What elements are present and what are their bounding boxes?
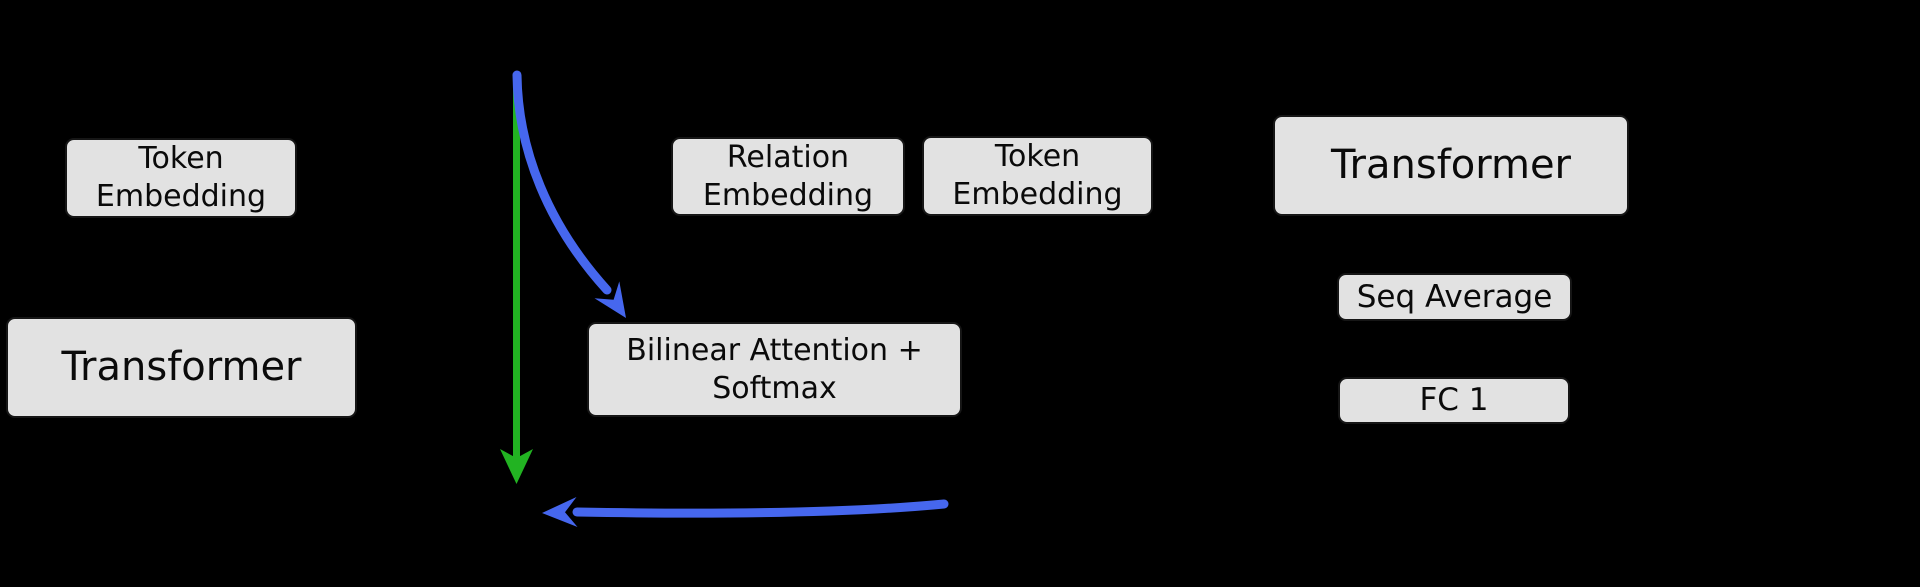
node-transformer-left: Transformer [6,317,357,418]
node-transformer-right: Transformer [1273,115,1629,216]
green-down-arrow [500,72,533,484]
green-down-arrowhead-icon [500,449,533,484]
blue-horizontal-arrowhead-icon [542,497,578,527]
blue-horizontal-arrow [542,497,949,527]
node-bilinear-attention-softmax: Bilinear Attention + Softmax [587,322,962,417]
node-token-embedding-middle: Token Embedding [922,136,1153,216]
blue-curve-arrow-shaft [512,70,612,295]
blue-curve-arrow [512,70,626,318]
node-seq-average: Seq Average [1337,273,1572,321]
node-token-embedding-left: Token Embedding [65,138,297,218]
blue-curve-arrowhead-icon [594,281,626,318]
node-relation-embedding: Relation Embedding [671,137,905,216]
blue-horizontal-arrow-shaft [572,499,949,518]
node-fc-1: FC 1 [1338,377,1570,424]
